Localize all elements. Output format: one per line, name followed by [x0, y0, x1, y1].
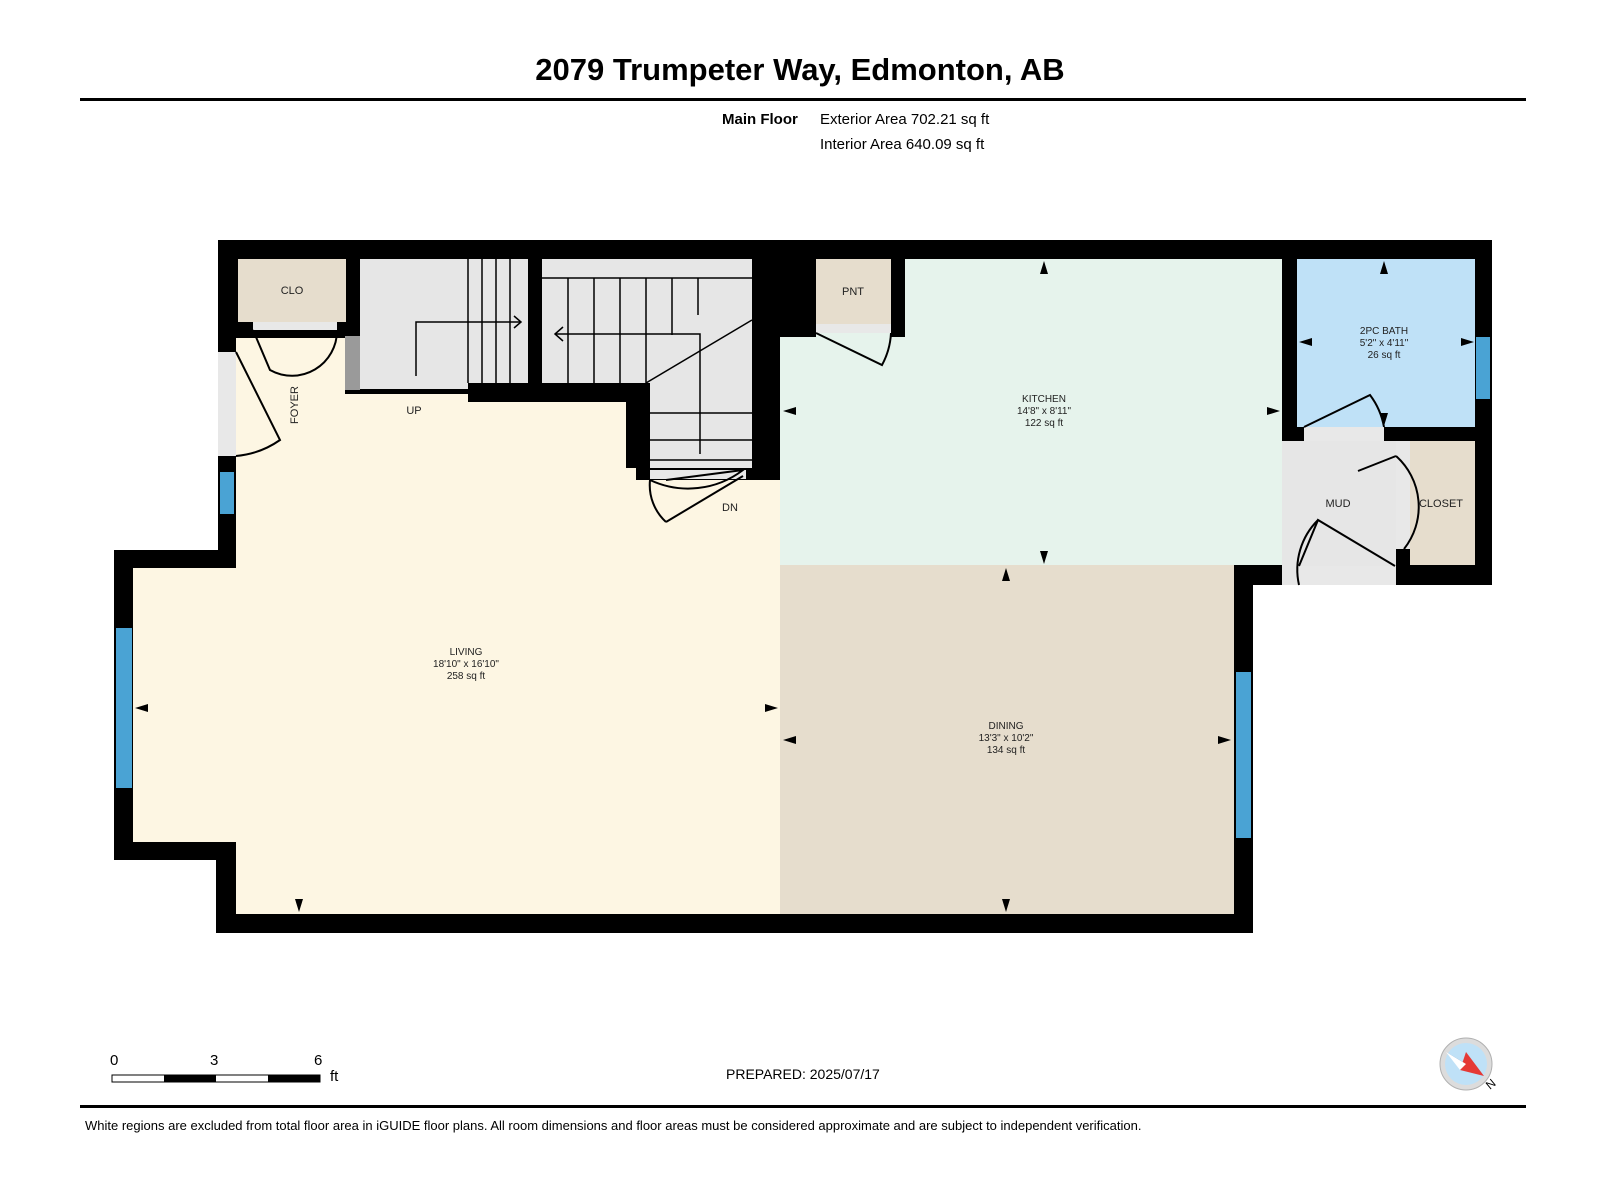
- footer-disclaimer: White regions are excluded from total fl…: [85, 1118, 1142, 1133]
- kitchen-name: KITCHEN: [1022, 394, 1066, 405]
- stair-door-strip: [650, 470, 746, 479]
- bath-dims: 5'2" x 4'11": [1360, 338, 1409, 349]
- stair-divider: [528, 259, 542, 387]
- pantry-fill: [816, 259, 894, 324]
- stairs-up-fill: [360, 259, 528, 389]
- pnt-door-swing: [815, 332, 892, 367]
- clo-fill: [238, 259, 346, 322]
- dimension-arrows: [135, 261, 1474, 912]
- clo-label: CLO: [281, 285, 304, 297]
- stair-treads: [415, 259, 753, 461]
- stair-door-leaf: [665, 475, 744, 523]
- bath-area: 26 sq ft: [1368, 350, 1401, 361]
- dining-area: 134 sq ft: [987, 745, 1026, 756]
- footer-rule: [80, 1105, 1526, 1108]
- wall-bath-bottom-right: [1384, 427, 1475, 441]
- dining-name: DINING: [989, 721, 1024, 732]
- stair-door-arc: [648, 479, 667, 523]
- scale-tick-6: 6: [314, 1052, 323, 1069]
- compass-icon: [1439, 1037, 1493, 1091]
- bath-door-swing: [1303, 393, 1385, 428]
- stairs-up-arrow: [513, 315, 523, 329]
- scale-bar: [111, 1074, 321, 1083]
- kitchen-dims: 14'8" x 8'11": [1017, 406, 1072, 417]
- bath-name: 2PC BATH: [1360, 326, 1408, 337]
- wall-clo-bottom-right: [337, 322, 360, 336]
- wall-bath-left: [1282, 259, 1297, 441]
- stairs-down-arrow: [553, 326, 564, 342]
- entry-door-swing: [235, 351, 282, 457]
- living-dims: 18'10" x 16'10": [433, 659, 499, 670]
- window-foyer: [220, 472, 234, 514]
- clo-door-swing: [252, 329, 339, 377]
- living-area: 258 sq ft: [447, 671, 486, 682]
- stairs-up-label: UP: [406, 405, 421, 417]
- bath-fill: [1297, 259, 1475, 427]
- plan-title: 2079 Trumpeter Way, Edmonton, AB: [535, 52, 1065, 87]
- header-rule: [80, 98, 1526, 101]
- scale-tick-0: 0: [110, 1052, 119, 1069]
- stairs-down-lower: [650, 383, 752, 468]
- closet-label: CLOSET: [1419, 498, 1463, 510]
- window-dining: [1236, 672, 1251, 838]
- floor-label: Main Floor: [722, 111, 798, 128]
- dining-fill: [780, 565, 1234, 914]
- wall-clo-right: [346, 259, 360, 336]
- entry-door-jamb: [218, 352, 236, 456]
- stair-door-swing: [649, 468, 747, 490]
- stair-wall-lower: [636, 383, 650, 480]
- stairs-landing-step: [345, 336, 360, 390]
- clo-door-strip: [253, 322, 337, 330]
- mud-label: MUD: [1325, 498, 1350, 510]
- exterior-area: Exterior Area 702.21 sq ft: [820, 111, 990, 128]
- pnt-label: PNT: [842, 286, 864, 298]
- dining-dims: 13'3" x 10'2": [979, 733, 1034, 744]
- window-bath: [1476, 337, 1490, 399]
- wall-clo-bottom-left: [236, 322, 253, 338]
- mud-door-strip: [1299, 566, 1395, 585]
- stair-wall-right: [752, 259, 780, 480]
- closet-door-swing: [1357, 455, 1420, 550]
- stair-bottom-wall: [468, 383, 648, 395]
- stairs-down-label: DN: [722, 502, 738, 514]
- wall-closet-post: [1396, 549, 1410, 585]
- pantry-wall: [891, 259, 905, 337]
- compass-north-label: N: [1483, 1076, 1499, 1092]
- window-living: [116, 628, 132, 788]
- living-name: LIVING: [450, 647, 483, 658]
- living-room-fill: [133, 338, 780, 914]
- scale-unit: ft: [330, 1068, 339, 1085]
- foyer-label: FOYER: [289, 386, 301, 424]
- wall-bath-bottom: [1297, 427, 1304, 441]
- kitchen-area: 122 sq ft: [1025, 418, 1064, 429]
- interior-area: Interior Area 640.09 sq ft: [820, 136, 985, 153]
- stairs-down-fill: [542, 259, 752, 383]
- bath-door-strip: [1304, 427, 1384, 441]
- pnt-door-strip: [816, 324, 891, 333]
- closet-fill: [1410, 441, 1475, 565]
- kitchen-pantry-notch: [780, 259, 816, 337]
- mud-door-arc: [1296, 519, 1319, 586]
- scale-tick-3: 3: [210, 1052, 219, 1069]
- prepared-date: PREPARED: 2025/07/17: [726, 1066, 880, 1082]
